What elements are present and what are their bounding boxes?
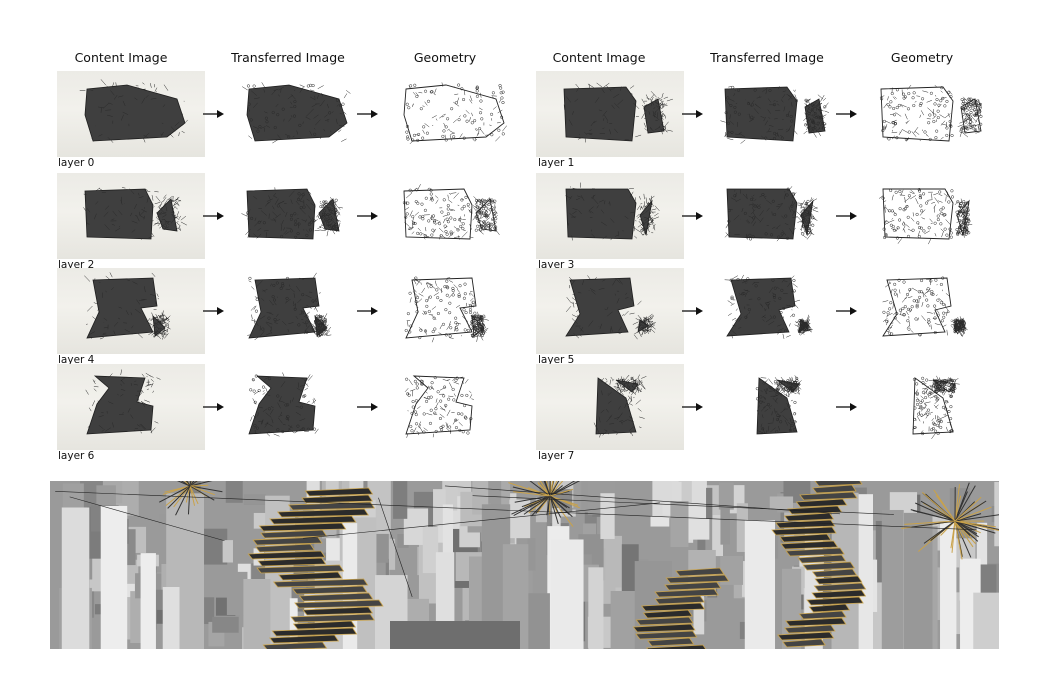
header-content-image-left: Content Image: [74, 50, 168, 65]
content-image-layer-3: [536, 173, 684, 259]
content-image-layer-7: [536, 364, 684, 450]
geometry-layer-0-svg: [403, 82, 507, 145]
transferred-image-layer-5: [697, 268, 845, 354]
arrow-to-geometry-layer-6: [357, 403, 378, 411]
transferred-image-layer-5-svg: [724, 274, 813, 339]
content-image-layer-7-svg: [593, 374, 647, 438]
geometry-layer-3-svg: [878, 188, 973, 245]
header-geometry-left: Geometry: [413, 50, 477, 65]
layer-label-1: layer 1: [538, 157, 575, 169]
arrow-to-geometry-layer-4: [357, 307, 378, 315]
geometry-layer-1-svg: [879, 84, 983, 142]
geometry-layer-5: [853, 268, 1001, 354]
city-panorama: [50, 481, 999, 649]
content-image-layer-3-svg: [565, 182, 660, 241]
header-content-image-right: Content Image: [552, 50, 646, 65]
transferred-image-layer-4-svg: [247, 272, 332, 341]
transferred-image-layer-6-svg: [248, 372, 319, 437]
content-image-layer-6: [57, 364, 205, 450]
transferred-image-layer-4: [219, 268, 367, 354]
geometry-layer-4: [376, 268, 524, 354]
geometry-layer-6: [376, 364, 524, 450]
geometry-layer-7-svg: [912, 375, 960, 440]
arrow-to-transferred-layer-1: [682, 110, 703, 118]
arrow-to-geometry-layer-2: [357, 212, 378, 220]
content-image-layer-0-svg: [79, 79, 188, 143]
layer-label-0: layer 0: [58, 157, 95, 169]
content-image-layer-4: [57, 268, 205, 354]
transferred-image-layer-1-svg: [720, 85, 830, 144]
arrow-to-transferred-layer-2: [203, 212, 224, 220]
geometry-layer-6-svg: [404, 375, 474, 438]
transferred-image-layer-3: [697, 173, 845, 259]
transferred-image-layer-7-svg: [755, 375, 802, 435]
arrow-to-geometry-layer-5: [836, 307, 857, 315]
transferred-image-layer-0: [219, 71, 367, 157]
arrow-to-transferred-layer-3: [682, 212, 703, 220]
geometry-layer-0: [376, 71, 524, 157]
arrow-to-transferred-layer-4: [203, 307, 224, 315]
layer-label-6: layer 6: [58, 450, 95, 462]
arrow-to-geometry-layer-7: [836, 403, 857, 411]
content-image-layer-6-svg: [85, 369, 161, 435]
geometry-layer-7: [853, 364, 1001, 450]
content-image-layer-5: [536, 268, 684, 354]
content-image-layer-0: [57, 71, 205, 157]
arrow-to-transferred-layer-5: [682, 307, 703, 315]
header-geometry-right: Geometry: [890, 50, 954, 65]
transferred-image-layer-1: [697, 71, 845, 157]
content-image-layer-1-svg: [563, 82, 673, 143]
header-transferred-image-left: Transferred Image: [231, 50, 345, 65]
content-image-layer-2: [57, 173, 205, 259]
geometry-layer-2-svg: [402, 184, 500, 240]
header-transferred-image-right: Transferred Image: [710, 50, 824, 65]
transferred-image-layer-2: [219, 173, 367, 259]
arrow-to-transferred-layer-6: [203, 403, 224, 411]
transferred-image-layer-6: [219, 364, 367, 450]
geometry-layer-2: [376, 173, 524, 259]
layer-label-4: layer 4: [58, 354, 95, 366]
arrow-to-geometry-layer-0: [357, 110, 378, 118]
arrow-to-geometry-layer-1: [836, 110, 857, 118]
content-image-layer-2-svg: [83, 187, 187, 240]
geometry-layer-1: [853, 71, 1001, 157]
transferred-image-layer-3-svg: [724, 186, 819, 242]
content-image-layer-4-svg: [84, 272, 171, 340]
layer-label-7: layer 7: [538, 450, 575, 462]
city-rendering: [50, 481, 999, 649]
geometry-layer-5-svg: [882, 276, 968, 337]
geometry-layer-3: [853, 173, 1001, 259]
layer-label-5: layer 5: [538, 354, 575, 366]
arrow-to-transferred-layer-7: [682, 403, 703, 411]
transferred-image-layer-0-svg: [242, 82, 351, 144]
geometry-layer-4-svg: [404, 276, 489, 343]
transferred-image-layer-7: [697, 364, 845, 450]
arrow-to-transferred-layer-0: [203, 110, 224, 118]
transferred-image-layer-2-svg: [241, 187, 343, 240]
content-image-layer-5-svg: [565, 275, 656, 340]
arrow-to-geometry-layer-3: [836, 212, 857, 220]
content-image-layer-1: [536, 71, 684, 157]
